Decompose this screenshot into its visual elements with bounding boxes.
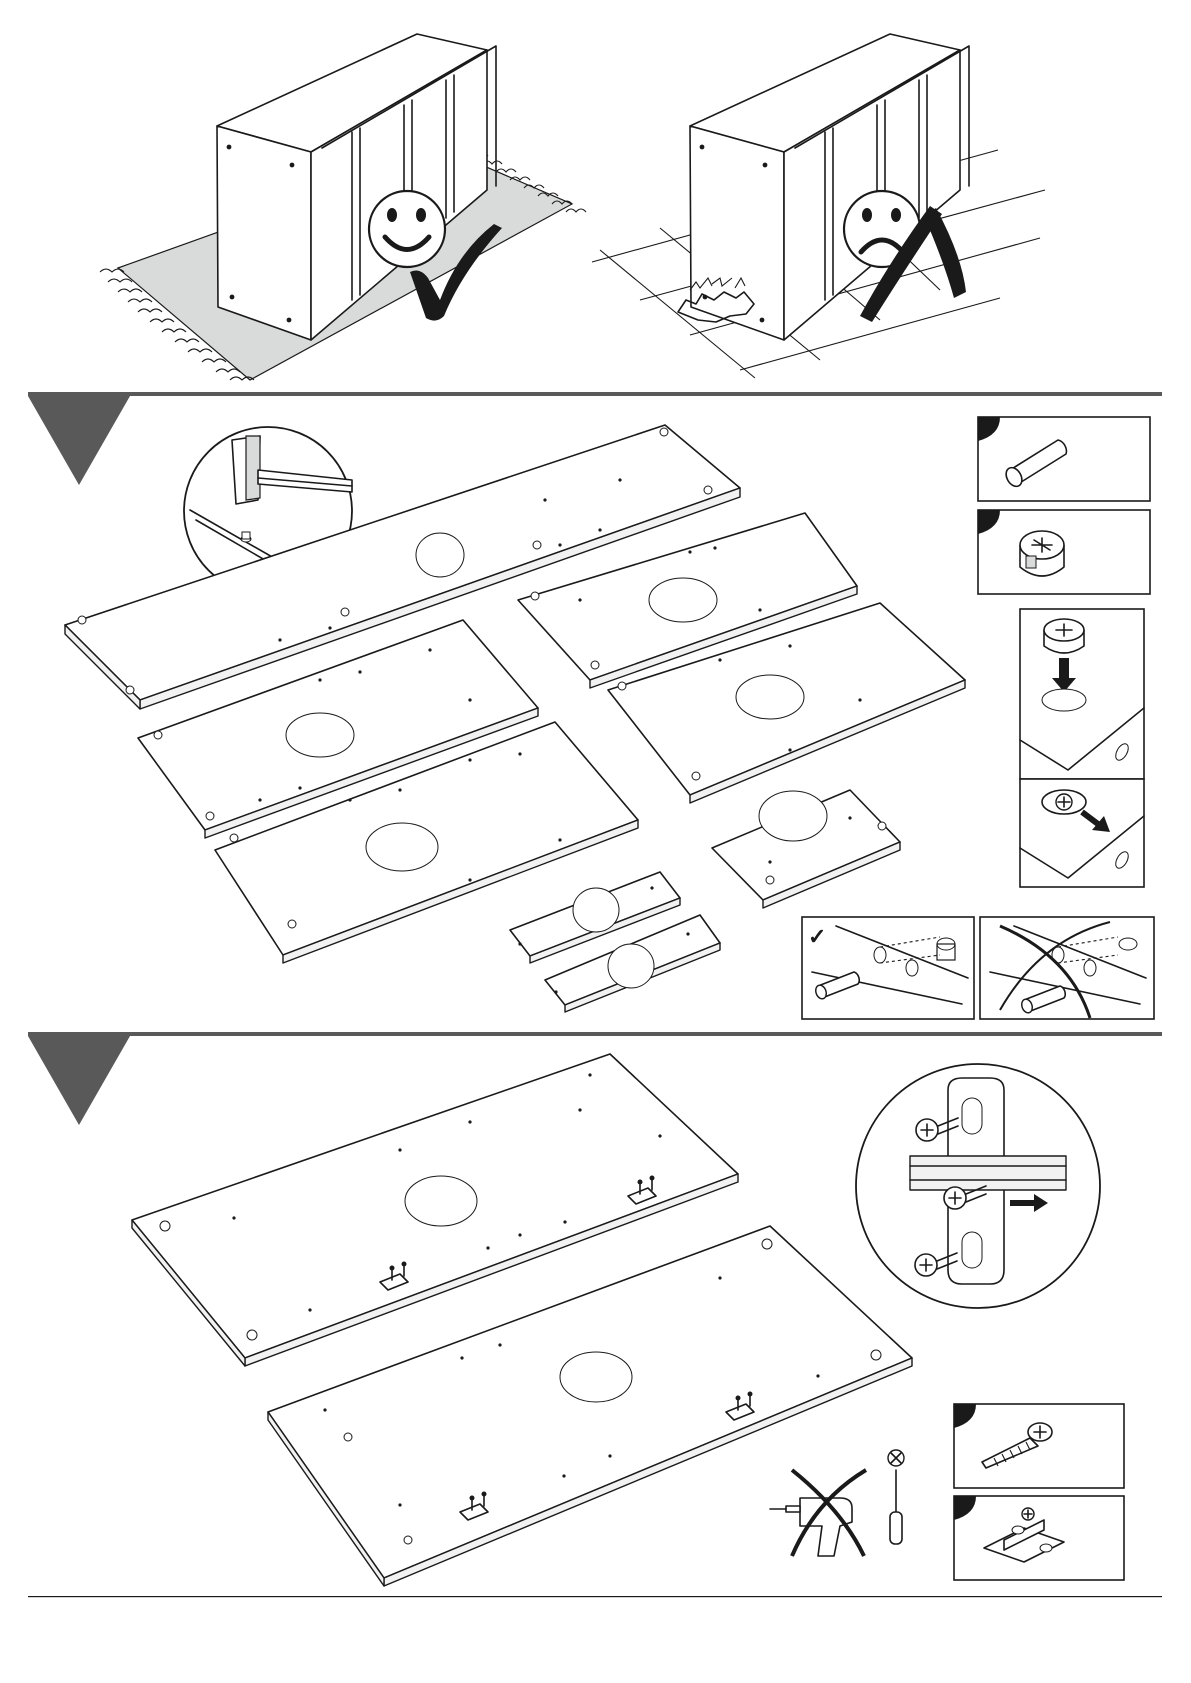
dowel-wrong-diagram-box <box>980 917 1154 1019</box>
step-marker-1 <box>28 396 130 485</box>
dowel-part-box <box>978 417 1150 501</box>
cam-insert-diagram-box <box>1020 609 1144 779</box>
section-divider <box>28 1032 1162 1036</box>
screw-part-box <box>954 1404 1124 1488</box>
dowel-correct-diagram-box: ✓ <box>802 917 974 1019</box>
hinge-mount-detail-callout <box>856 1064 1100 1308</box>
correct-check-symbol: ✓ <box>808 924 826 949</box>
panel-small <box>712 790 900 908</box>
cam-lock-top-icon <box>1042 790 1086 814</box>
no-power-drill-icon <box>770 1470 866 1556</box>
step-marker-2 <box>28 1036 130 1125</box>
hinge-plate-part-box <box>954 1496 1124 1580</box>
screwdriver-icon <box>888 1450 904 1544</box>
footer-rule <box>28 1596 1162 1597</box>
cam-lock-icon <box>1044 619 1084 653</box>
good-example-illustration <box>100 34 586 380</box>
section-divider <box>28 392 1162 396</box>
cam-turn-diagram-box <box>1020 779 1144 887</box>
cabinet-on-floor <box>690 34 969 340</box>
cam-lock-part-box <box>978 510 1150 594</box>
cam-lock-fitting-icon <box>1020 531 1064 576</box>
smiley-face-icon <box>369 191 445 267</box>
bad-example-illustration <box>592 34 1045 378</box>
